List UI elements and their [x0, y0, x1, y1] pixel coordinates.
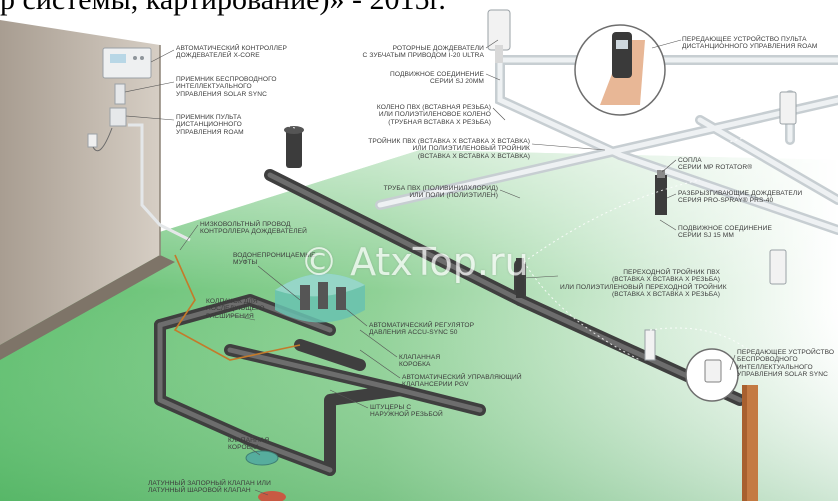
riser-right	[516, 258, 524, 298]
brass-valve-cover	[258, 491, 286, 501]
white-rotor-3	[769, 249, 787, 285]
label-pvc-elbow: КОЛЕНО ПВХ (вставная резьба)ИЛИ ПОЛИЭТИЛ…	[376, 104, 491, 126]
solar-receiver-unit	[114, 83, 126, 105]
controller-unit	[102, 47, 152, 79]
dark-pipes	[154, 169, 746, 476]
spray-arcs	[189, 121, 781, 361]
cropped-caption: р системы, картирование)» - 2015г.	[0, 0, 838, 17]
white-rotor-1	[487, 9, 511, 63]
white-rotor-2	[779, 91, 797, 125]
valve-box-small	[245, 450, 279, 466]
roam-receiver-unit	[109, 107, 127, 127]
label-pvc-tee: ТРОЙНИК ПВХ (вставка х вставка х вставка…	[368, 138, 530, 160]
label-transition-tee: ПЕРЕХОДНОЙ ТРОЙНИК ПВХ(вставка х вставка…	[560, 269, 727, 299]
house-wall-edge	[0, 255, 175, 360]
label-pipe: ТРУБА ПВХ (ПОЛИВИНИЛХЛОРИД)ИЛИ ПОЛИ (ПОЛ…	[383, 185, 498, 200]
spray-sprinkler	[655, 170, 667, 215]
lawn-shading	[0, 150, 838, 501]
wall-socket	[87, 133, 98, 148]
solar-sync-inset	[685, 348, 739, 402]
watermark: © AtxTop.ru	[300, 240, 529, 284]
valve-box-main	[275, 273, 365, 323]
rotor-sprinkler	[284, 126, 304, 168]
power-cord	[92, 127, 113, 152]
wooden-post	[742, 385, 758, 501]
low-voltage-wire	[173, 254, 301, 361]
conduit	[128, 123, 191, 242]
roam-remote-inset	[574, 24, 666, 116]
